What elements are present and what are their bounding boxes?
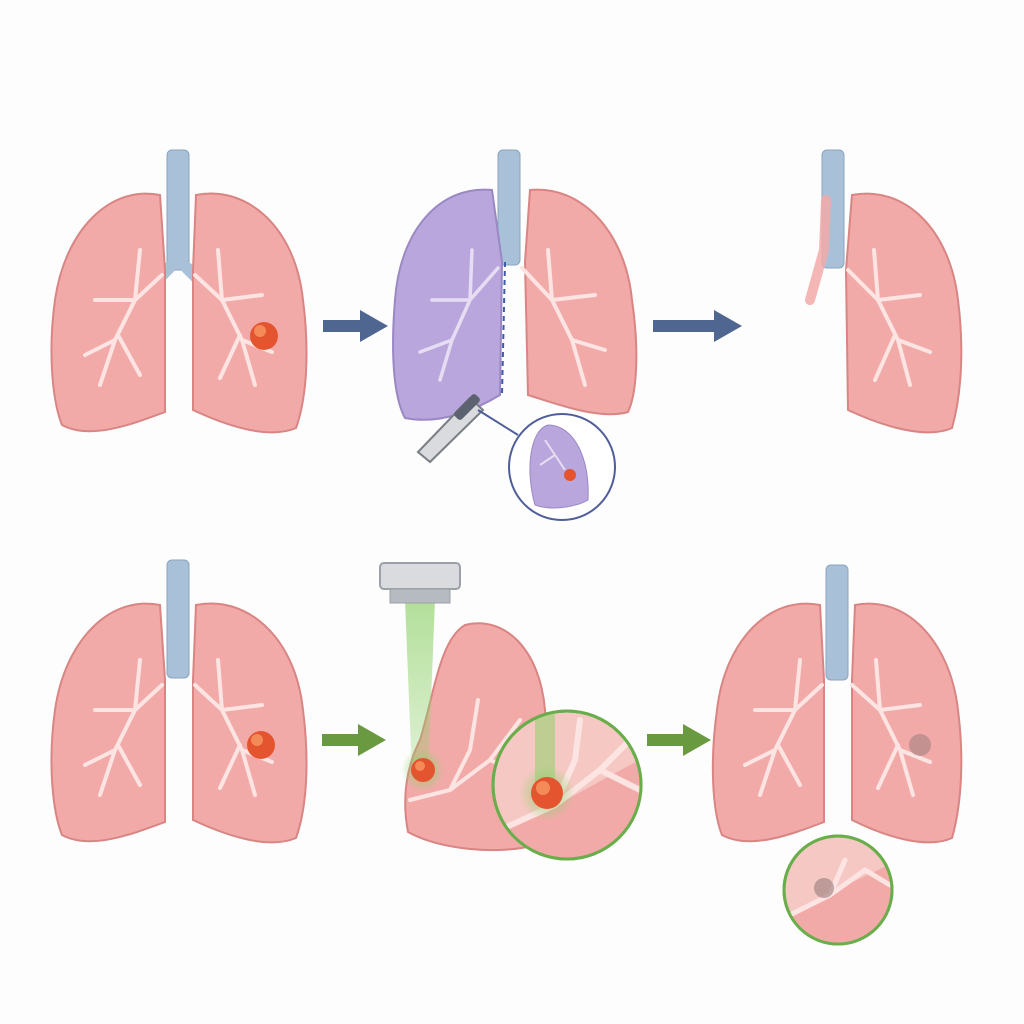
single-lung-icon bbox=[805, 149, 963, 434]
lungs-with-tumor-icon bbox=[50, 559, 308, 844]
radiation-therapy-pathway bbox=[50, 559, 963, 946]
lungs-ablated-tumor-icon bbox=[711, 564, 963, 844]
resected-lobe-icon bbox=[392, 149, 638, 421]
lungs-with-tumor-icon bbox=[50, 149, 308, 434]
arrow-icon bbox=[647, 724, 711, 756]
resected-lobe-inset-icon bbox=[508, 413, 616, 521]
irradiated-tumor-inset-icon bbox=[491, 709, 643, 861]
arrow-icon bbox=[322, 724, 386, 756]
arrow-icon bbox=[653, 310, 742, 342]
surgical-resection-pathway bbox=[50, 149, 963, 521]
left-lung bbox=[192, 192, 308, 434]
linear-accelerator-icon bbox=[379, 562, 461, 604]
tumor-icon bbox=[247, 731, 275, 759]
arrow-icon bbox=[323, 310, 388, 342]
tumor-icon bbox=[411, 758, 435, 782]
tumor-icon bbox=[250, 322, 278, 350]
ablated-tumor-inset-icon bbox=[782, 834, 894, 946]
surgical-stapler-icon bbox=[416, 394, 519, 464]
right-lung bbox=[50, 192, 166, 433]
ablated-tumor bbox=[909, 734, 931, 756]
